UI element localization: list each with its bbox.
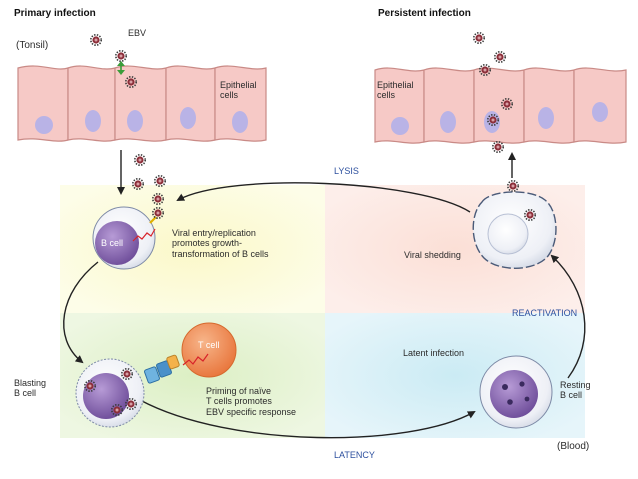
resting-b-cell <box>479 355 553 429</box>
title-primary-infection: Primary infection <box>14 8 96 19</box>
arrow-reactivation <box>550 254 586 379</box>
flow-arrows <box>63 150 586 439</box>
label-latency: LATENCY <box>334 450 375 460</box>
mhc-tcr-interaction <box>144 354 180 384</box>
label-blood: (Blood) <box>557 441 590 452</box>
arrow-transformation <box>63 261 99 364</box>
label-epithelial-left: Epithelial cells <box>220 80 257 101</box>
arrow-lysis <box>176 182 471 213</box>
arrow-latency <box>139 399 476 439</box>
t-cell <box>181 322 237 378</box>
title-persistent-infection: Persistent infection <box>378 8 471 19</box>
label-blasting-b-cell: Blasting B cell <box>14 378 47 399</box>
label-t-cell: T cell <box>198 340 220 350</box>
label-lysis: LYSIS <box>334 166 359 176</box>
label-b-cell: B cell <box>101 238 124 248</box>
label-tonsil: (Tonsil) <box>16 40 49 51</box>
label-ebv: EBV <box>128 28 147 38</box>
viral-shedding-cell <box>472 191 557 269</box>
label-priming: Priming of naïve T cells promotes EBV sp… <box>206 386 297 417</box>
epithelial-layer-right <box>374 67 627 144</box>
b-cell-infected <box>92 206 164 270</box>
label-epithelial-right: Epithelial cells <box>377 80 414 101</box>
ebv-entry-arrow <box>117 61 125 75</box>
label-viral-entry: Viral entry/replication promotes growth-… <box>172 228 269 259</box>
epithelial-layer-left <box>17 65 267 142</box>
label-reactivation: REACTIVATION <box>512 308 578 318</box>
label-viral-shedding: Viral shedding <box>404 250 461 260</box>
label-resting-b-cell: Resting B cell <box>560 380 591 401</box>
label-latent-infection: Latent infection <box>403 348 465 358</box>
blasting-b-cell <box>75 358 145 428</box>
